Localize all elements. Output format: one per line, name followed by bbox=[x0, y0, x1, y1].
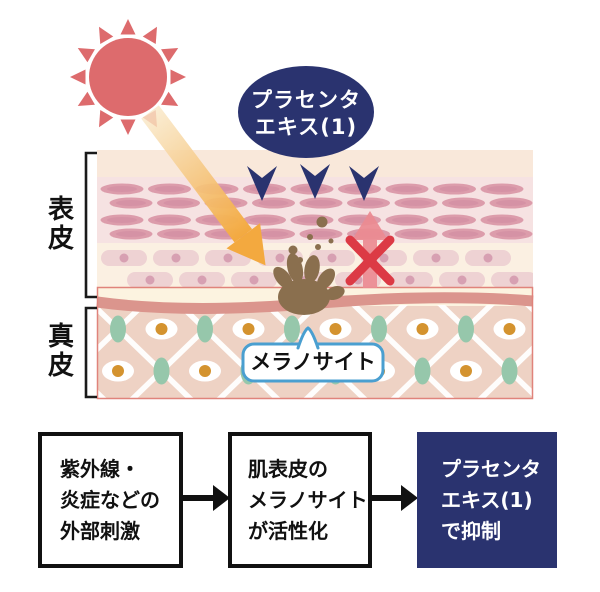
melanocyte-callout bbox=[241, 326, 385, 383]
skin-illustration bbox=[70, 19, 534, 400]
uv-beam-arrow-icon bbox=[141, 105, 266, 266]
melanocyte-icon bbox=[273, 216, 345, 315]
flow-box-placenta-suppression: プラセンタ エキス(1) で抑制 bbox=[417, 432, 557, 568]
callout-pointer bbox=[296, 326, 320, 350]
epidermis-label: 表皮 bbox=[47, 195, 74, 254]
layer-brackets bbox=[84, 151, 97, 399]
dermis-bracket bbox=[84, 306, 97, 399]
red-x-icon bbox=[345, 235, 395, 286]
melanocyte-label: メラノサイト bbox=[250, 350, 376, 374]
blocked-arrow-icon bbox=[345, 211, 395, 288]
dermis-label: 真皮 bbox=[47, 322, 74, 381]
epidermis-cells bbox=[100, 183, 533, 240]
placenta-bubble-text: プラセンタ エキス(1) bbox=[251, 88, 361, 139]
flow-arrow-icon bbox=[183, 485, 230, 511]
bubble-chevron-arrows-icon bbox=[247, 164, 379, 201]
flow-box-melanocyte-activation: 肌表皮の メラノサイト が活性化 bbox=[228, 432, 372, 568]
placenta-bubble bbox=[238, 66, 374, 158]
epidermis-layer bbox=[97, 150, 533, 288]
epidermis-bracket bbox=[84, 151, 97, 299]
flow-arrow-icon bbox=[371, 485, 418, 511]
sun-icon bbox=[70, 19, 186, 135]
flow-box-external-stimuli: 紫外線・ 炎症などの 外部刺激 bbox=[38, 432, 183, 568]
epidermis-basal-cells bbox=[101, 250, 533, 288]
